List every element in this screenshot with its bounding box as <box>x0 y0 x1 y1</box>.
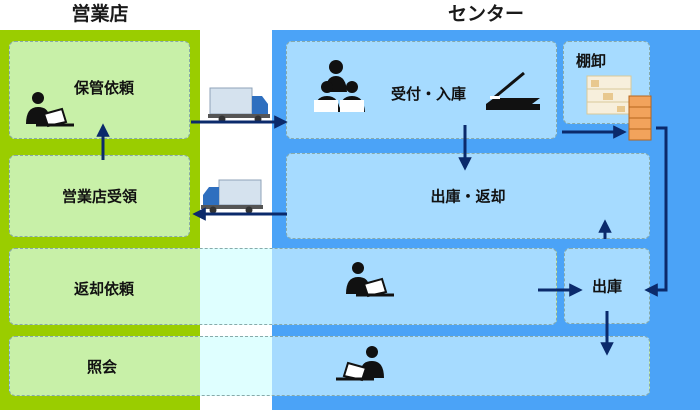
delivery-return-label: 出庫・返却 <box>430 187 506 206</box>
truck-icon <box>201 179 263 214</box>
group-people-icon <box>314 60 365 112</box>
branch-receive-box: 営業店受領 <box>9 155 190 237</box>
truck-icon <box>208 87 270 123</box>
person-laptop-icon <box>336 346 384 382</box>
inquiry-label: 照会 <box>87 358 118 376</box>
branch-column-title: 営業店 <box>71 3 129 25</box>
center-column-title: センター <box>447 3 524 25</box>
scanner-icon <box>486 71 540 110</box>
person-laptop-icon <box>346 262 394 298</box>
person-laptop-icon <box>26 92 74 128</box>
delivery-label: 出庫 <box>591 277 623 296</box>
storage-request-label: 保管依頼 <box>74 79 135 97</box>
inquiry-band: 照会 <box>9 336 650 396</box>
return-request-band: 返却依頼 <box>9 248 557 325</box>
return-request-label: 返却依頼 <box>74 280 135 298</box>
shelf-label: 棚卸 <box>576 52 607 70</box>
arrow <box>644 126 668 297</box>
branch-receive-label: 営業店受領 <box>61 187 138 206</box>
receipt-storage-label: 受付・入庫 <box>391 85 467 103</box>
warehouse-shelf-icon <box>586 75 652 141</box>
